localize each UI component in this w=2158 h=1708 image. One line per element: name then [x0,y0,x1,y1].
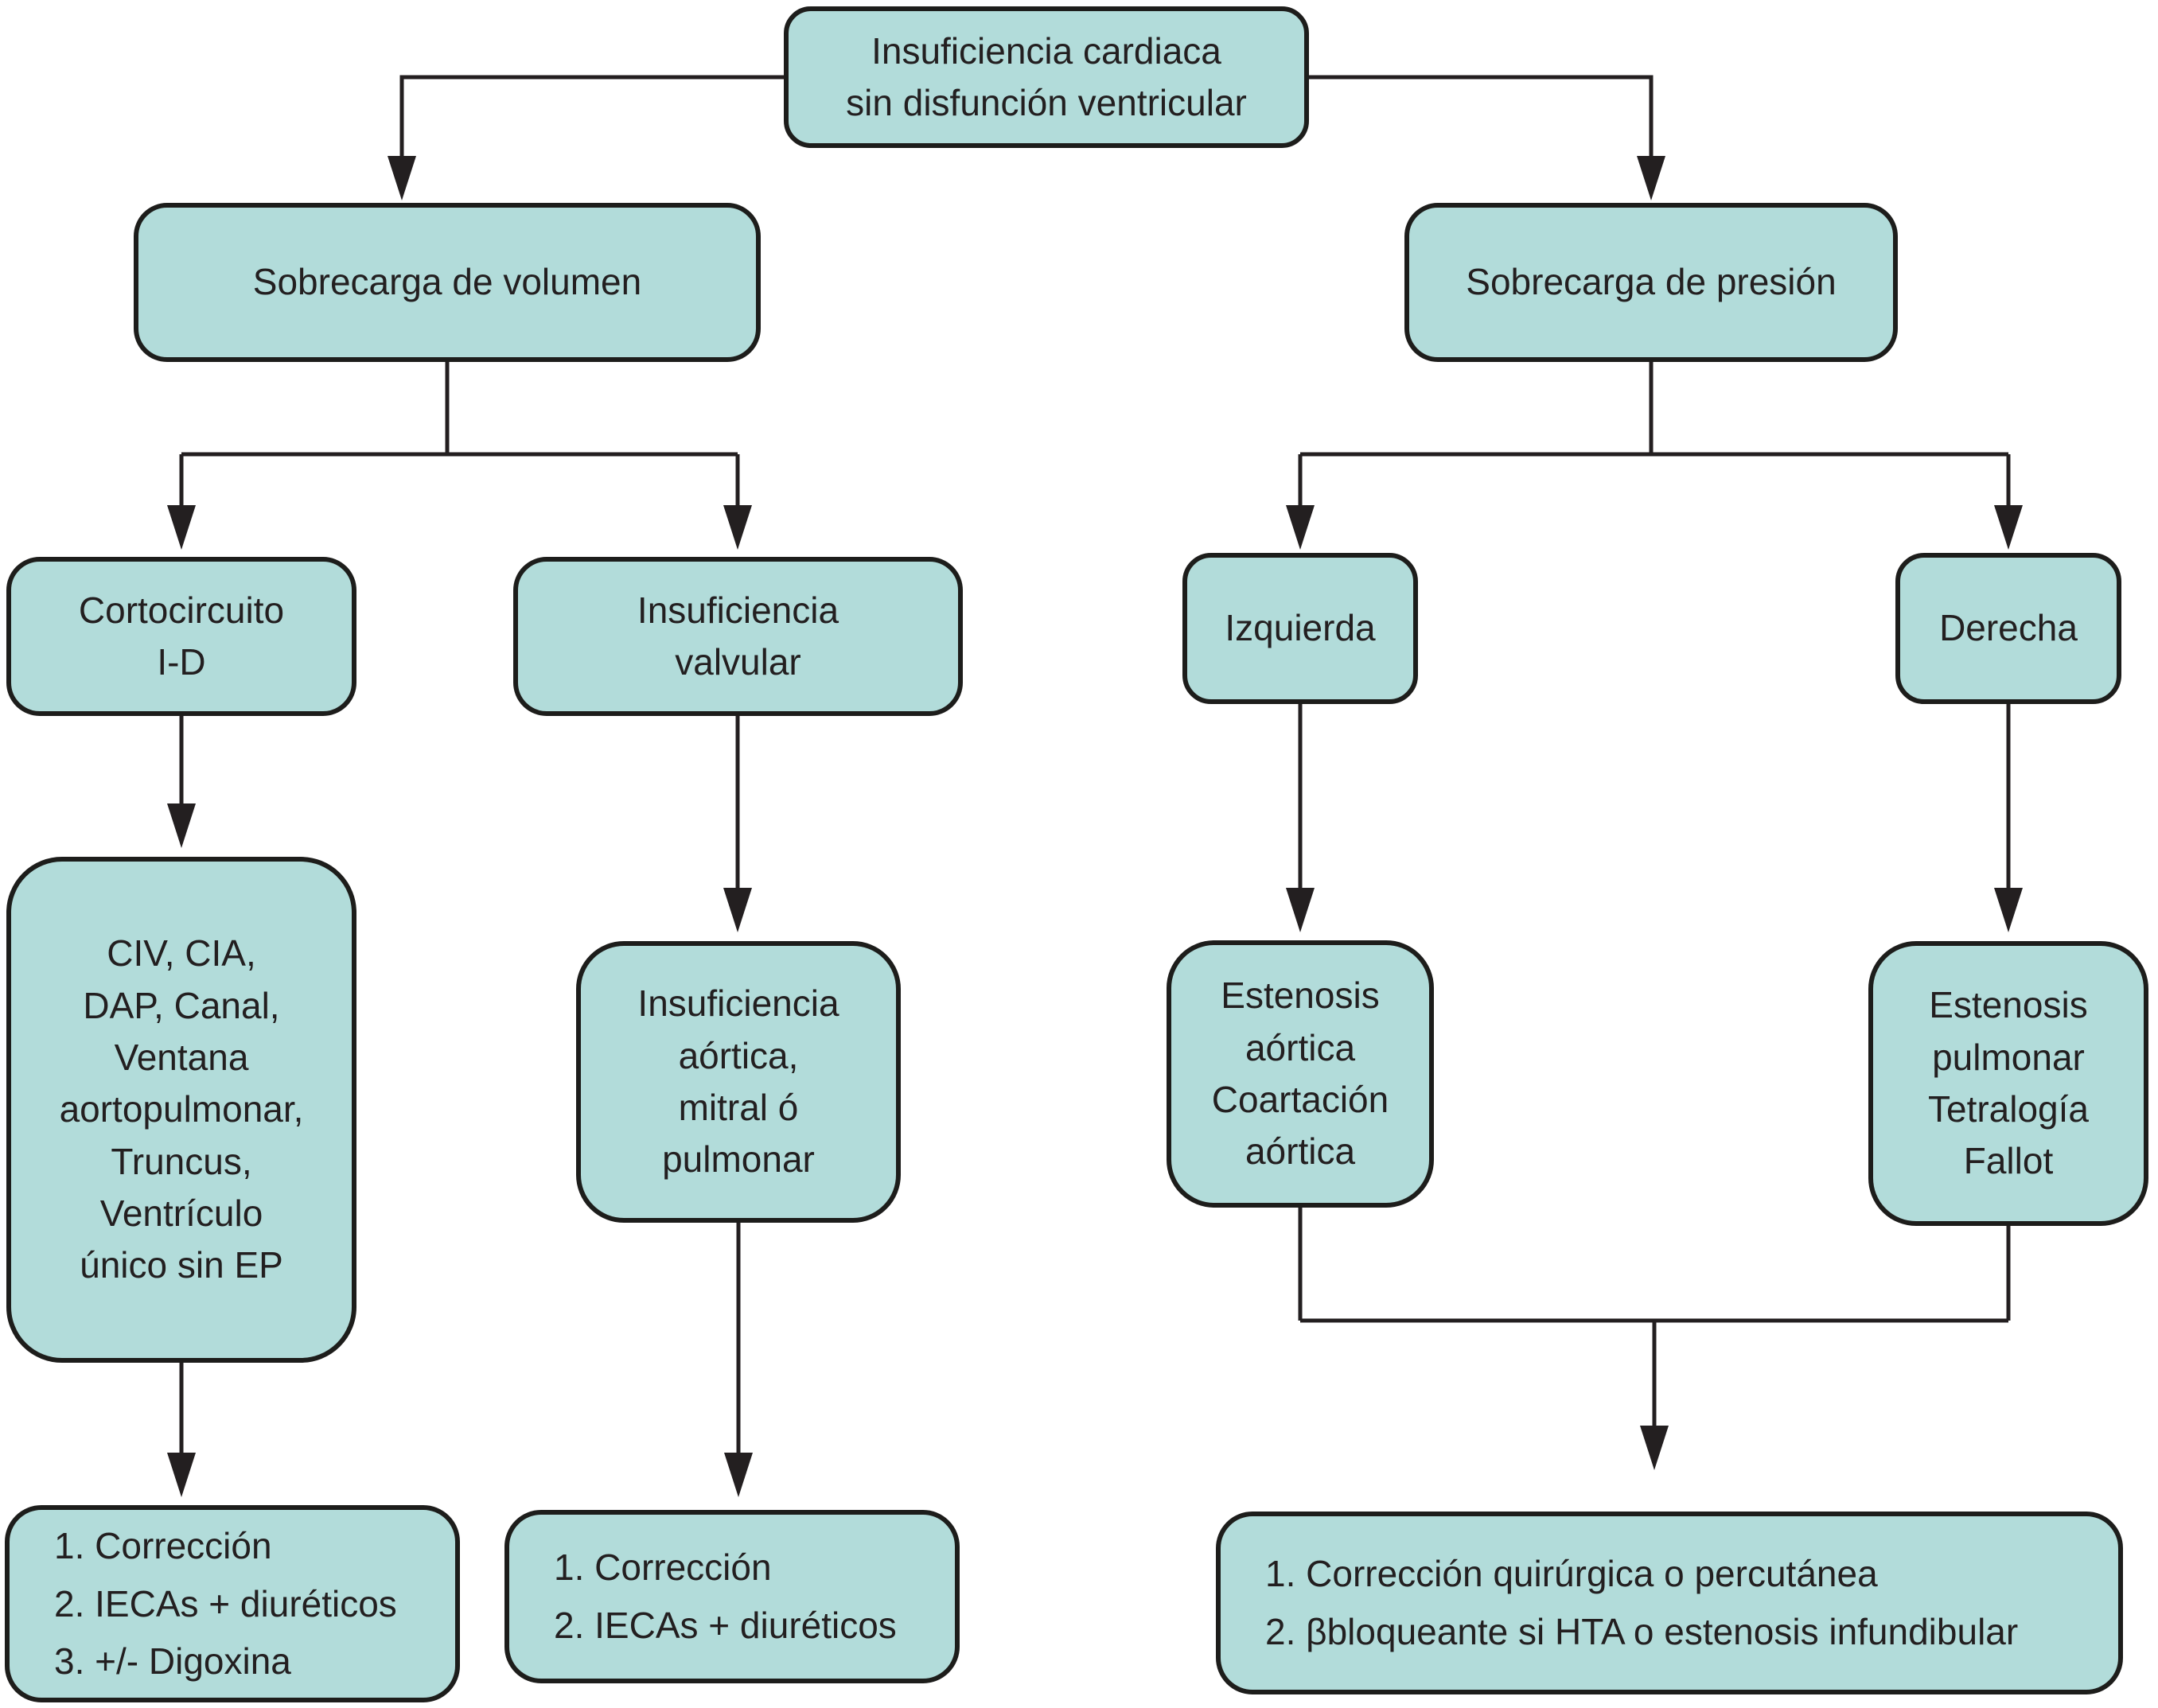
node-shunt-label: Cortocircuito I-D [78,589,285,683]
node-right: Derecha [1895,553,2121,704]
arrowheads [167,156,2023,1497]
node-valvular-causes-label: Insuficiencia aórtica, mitral ó pulmonar [637,982,839,1181]
node-left: Izquierda [1182,553,1418,704]
node-valvular-causes: Insuficiencia aórtica, mitral ó pulmonar [576,941,901,1223]
node-right-label: Derecha [1939,607,2078,649]
node-valvular-insufficiency: Insuficiencia valvular [513,557,963,716]
node-root: Insuficiencia cardiaca sin disfunción ve… [784,6,1309,148]
node-root-label: Insuficiencia cardiaca sin disfunción ve… [846,29,1247,123]
node-pressure-overload: Sobrecarga de presión [1404,203,1898,362]
node-shunt-causes-label: CIV, CIA, DAP, Canal, Ventana aortopulmo… [59,932,304,1286]
node-pressure-overload-label: Sobrecarga de presión [1466,261,1837,303]
treatment-shunt-line-1: 1. Corrección [54,1525,272,1566]
node-shunt-causes: CIV, CIA, DAP, Canal, Ventana aortopulmo… [6,857,356,1363]
treatment-pressure-line-2: 2. βbloqueante si HTA o estenosis infund… [1265,1611,2019,1652]
node-volume-overload-label: Sobrecarga de volumen [252,261,642,303]
node-left-label: Izquierda [1225,607,1376,649]
node-treatment-pressure: 1. Corrección quirúrgica o percutánea 2.… [1216,1512,2123,1694]
node-shunt: Cortocircuito I-D [6,557,356,716]
node-right-causes: Estenosis pulmonar Tetralogía Fallot [1868,941,2148,1226]
node-volume-overload: Sobrecarga de volumen [134,203,761,362]
treatment-valvular-line-1: 1. Corrección [554,1547,772,1589]
treatment-valvular-line-2: 2. IECAs + diuréticos [554,1605,897,1646]
node-left-causes-label: Estenosis aórtica Coartación aórtica [1211,975,1389,1173]
node-valvular-insufficiency-label: Insuficiencia valvular [637,589,839,683]
treatment-pressure-line-1: 1. Corrección quirúrgica o percutánea [1265,1553,1878,1595]
node-treatment-shunt: 1. Corrección 2. IECAs + diuréticos 3. +… [5,1505,460,1702]
treatment-shunt-line-2: 2. IECAs + diuréticos [54,1582,397,1624]
node-left-causes: Estenosis aórtica Coartación aórtica [1167,940,1434,1208]
node-treatment-valvular: 1. Corrección 2. IECAs + diuréticos [504,1510,960,1683]
treatment-shunt-line-3: 3. +/- Digoxina [54,1640,291,1683]
node-right-causes-label: Estenosis pulmonar Tetralogía Fallot [1927,984,2089,1182]
